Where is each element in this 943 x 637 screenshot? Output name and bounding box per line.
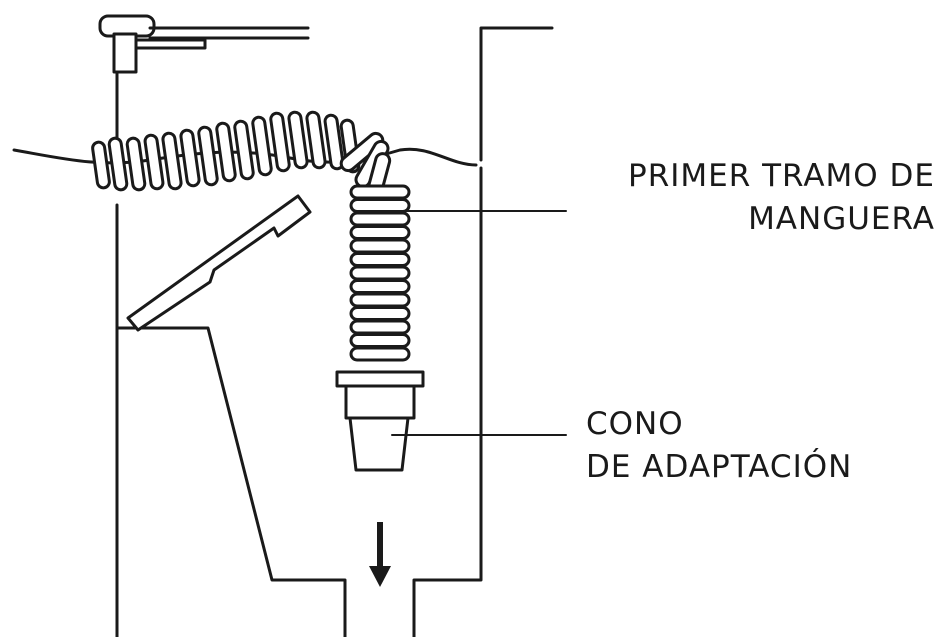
hose-label-line1: PRIMER TRAMO DE	[628, 158, 935, 194]
cone-label: CONO DE ADAPTACIÓN	[586, 403, 852, 489]
down-arrow-icon	[369, 522, 391, 587]
hose-label: PRIMER TRAMO DE MANGUERA	[628, 155, 935, 241]
cone-label-line2: DE ADAPTACIÓN	[586, 449, 853, 485]
cone-label-line1: CONO	[586, 406, 684, 442]
adapter-cone	[335, 370, 425, 472]
drain-hose	[91, 110, 411, 362]
standpipe-wall	[412, 26, 554, 637]
hose-label-line2: MANGUERA	[748, 201, 935, 237]
washer-door	[126, 194, 312, 332]
faucet	[98, 14, 310, 74]
washer-cabinet	[115, 70, 347, 637]
